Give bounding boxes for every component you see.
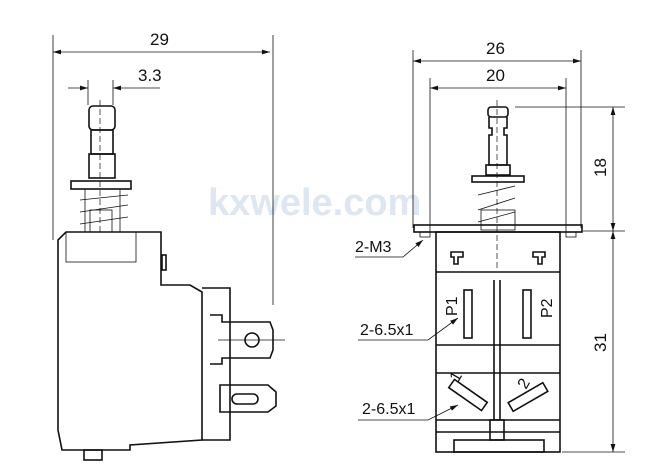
label-terminals-n: 2-6.5x1 <box>362 401 415 418</box>
front-view: 26 20 18 31 P1 P2 1 <box>355 39 625 453</box>
dim-body-width: 20 <box>486 66 505 85</box>
slot-left-icon <box>450 251 464 265</box>
label-mounting: 2-M3 <box>355 239 392 256</box>
dim-body-height: 31 <box>591 333 610 352</box>
watermark: kxwele.com <box>208 182 421 224</box>
pin-p1: P1 <box>444 296 461 316</box>
pin-1: 1 <box>447 369 466 385</box>
dim-plunger-height: 18 <box>591 158 610 177</box>
dim-overall-width: 29 <box>150 30 169 49</box>
terminal-2 <box>507 381 549 413</box>
slot-right-icon <box>532 251 546 265</box>
pin-p2: P2 <box>539 298 556 318</box>
side-view: 29 3.3 <box>52 30 285 461</box>
terminal-1 <box>447 378 489 412</box>
label-terminals-p: 2-6.5x1 <box>360 322 413 339</box>
terminal-p1 <box>463 289 473 339</box>
terminal-p2 <box>522 289 532 339</box>
dim-plunger-width: 3.3 <box>138 66 162 85</box>
dim-plate-width: 26 <box>486 39 505 58</box>
